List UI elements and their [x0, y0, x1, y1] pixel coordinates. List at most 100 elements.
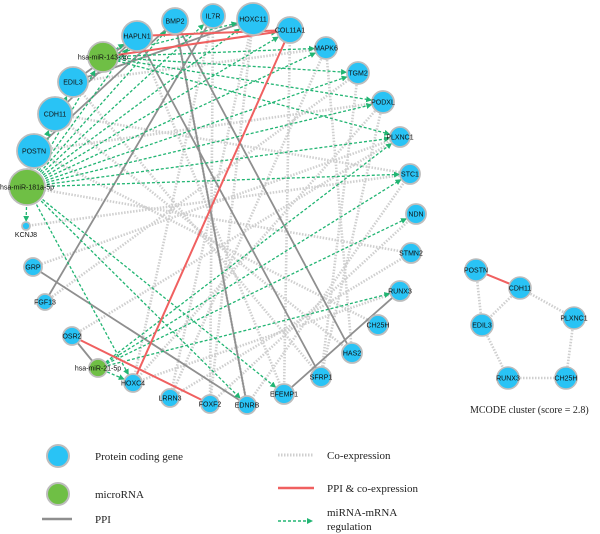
- cluster-node-plxnc1: PLXNC1: [560, 306, 588, 330]
- node-ch25h: CH25H: [367, 314, 389, 336]
- node-hsa-mir-143-3p: hsa-miR-143-3p: [78, 41, 128, 73]
- legend-label-protein: Protein coding gene: [95, 451, 183, 463]
- protein-node-circle: [341, 342, 363, 364]
- node-label: PLXNC1: [386, 135, 413, 142]
- node-label: SFRP1: [310, 375, 333, 382]
- edge-regulation-hsa-mir-143-3p-podxl: [102, 56, 373, 103]
- edge-regulation-hsa-mir-181a-5p-stc1: [26, 171, 401, 188]
- edge-regulation-hsa-mir-181a-5p-hoxc4: [26, 186, 129, 376]
- node-label: HAS2: [343, 351, 361, 358]
- node-label: COL11A1: [275, 28, 305, 35]
- node-label: BMP2: [165, 19, 184, 26]
- protein-node-circle: [314, 36, 338, 60]
- node-lrrn3: LRRN3: [159, 388, 182, 408]
- node-kcnj8: KCNJ8: [15, 221, 37, 239]
- node-label: FOXF2: [199, 402, 222, 409]
- node-label: hsa-miR-181a-5p: [0, 185, 54, 192]
- edge-coexpression-grp-plxnc1: [32, 135, 401, 269]
- node-postn: POSTN: [16, 133, 52, 169]
- protein-node-circle: [16, 133, 52, 169]
- edge-coexpression-mapk6-lrrn3: [168, 47, 328, 399]
- node-bmp2: BMP2: [161, 7, 189, 35]
- edge-coexpression-plxnc1-osr2: [71, 135, 401, 338]
- cluster-node-ch25h: CH25H: [554, 366, 578, 390]
- node-hsa-mir-21-5p: hsa-miR-21-5p: [75, 358, 121, 378]
- protein-node-circle: [310, 366, 332, 388]
- cluster-node-cdh11: CDH11: [508, 276, 532, 300]
- node-label: KCNJ8: [15, 232, 37, 239]
- protein-node-circle: [464, 258, 488, 282]
- node-grp: GRP: [23, 257, 43, 277]
- edge-ppi-hapln1-sfrp1: [136, 35, 322, 378]
- edge-regulation-hsa-mir-21-5p-ndn: [97, 218, 407, 369]
- node-label: GRP: [25, 265, 41, 272]
- protein-node-circle: [389, 126, 411, 148]
- protein-node-circle: [346, 61, 370, 85]
- node-runx3: RUNX3: [388, 280, 412, 302]
- edge-regulation-hsa-mir-143-3p-plxnc1: [102, 56, 391, 136]
- edge-regulation-hsa-mir-143-3p-tgm2: [102, 56, 348, 75]
- edge-ppi-bmp2-ednrb: [174, 20, 248, 406]
- legend-item-protein: Protein coding gene: [46, 444, 183, 468]
- edge-coexpression-mapk6-has2: [324, 47, 354, 354]
- node-label: CDH11: [44, 112, 67, 119]
- edge-ppi-coexpression-osr2-foxf2: [71, 335, 211, 405]
- edge-ppi-coexpression-col11a1-hoxc4: [132, 29, 291, 384]
- protein-node-circle: [57, 66, 89, 98]
- legend-label-ppi-coexpression: PPI & co-expression: [327, 483, 419, 495]
- legend-label-regulation-1: miRNA-mRNA: [327, 507, 397, 519]
- node-efemp1: EFEMP1: [270, 383, 298, 405]
- protein-node-circle: [37, 96, 73, 132]
- protein-node-circle: [237, 395, 257, 415]
- protein-node-swatch: [46, 444, 70, 468]
- protein-node-circle: [562, 306, 586, 330]
- node-osr2: OSR2: [62, 326, 82, 346]
- node-foxf2: FOXF2: [199, 394, 222, 414]
- edge-ppi-il7r-fgf13: [44, 15, 214, 303]
- protein-node-circle: [160, 388, 180, 408]
- legend-item-regulation: miRNA-mRNA regulation: [278, 507, 397, 533]
- edge-regulation-hsa-mir-181a-5p-col11a1: [26, 36, 279, 188]
- node-label: EFEMP1: [270, 392, 298, 399]
- node-label: OSR2: [62, 334, 81, 341]
- protein-node-circle: [508, 276, 532, 300]
- node-label: HAPLN1: [123, 34, 150, 41]
- node-edil3: EDIL3: [57, 66, 89, 98]
- node-label: EDNRB: [235, 403, 260, 410]
- edge-coexpression-podxl-hoxc4: [132, 101, 384, 384]
- edge-coexpression-sfrp1-edil3: [72, 81, 322, 378]
- protein-node-circle: [367, 314, 389, 336]
- edge-regulation-hsa-mir-181a-5p-efemp1: [26, 186, 277, 388]
- node-label: STMN2: [399, 251, 423, 258]
- legend-item-coexpression: Co-expression: [278, 450, 391, 462]
- protein-node-circle: [470, 313, 494, 337]
- node-hoxc11: HOXC11: [236, 2, 270, 36]
- node-hsa-mir-181a-5p: hsa-miR-181a-5p: [0, 168, 54, 206]
- edge-coexpression-stc1-ednrb: [245, 173, 412, 406]
- node-label: POSTN: [22, 149, 46, 156]
- node-label: EDIL3: [63, 80, 83, 87]
- protein-node-circle: [371, 90, 395, 114]
- cluster-node-runx3: RUNX3: [496, 366, 520, 390]
- edge-coexpression-cdh11-stc1: [54, 112, 411, 176]
- protein-node-circle: [389, 280, 411, 302]
- node-label: HOXC4: [121, 381, 145, 388]
- protein-node-circle: [399, 163, 421, 185]
- node-label: CH25H: [555, 376, 578, 383]
- node-hapln1: HAPLN1: [121, 20, 153, 52]
- node-has2: HAS2: [341, 342, 363, 364]
- node-il7r: IL7R: [200, 3, 226, 29]
- protein-node-circle: [36, 293, 54, 311]
- node-label: PLXNC1: [560, 316, 587, 323]
- edge-coexpression-hsa-mir-181a-5p-stmn2: [26, 185, 412, 255]
- node-cdh11: CDH11: [37, 96, 73, 132]
- edge-regulation-hsa-mir-181a-5p-plxnc1: [26, 136, 391, 188]
- edge-coexpression-podxl-sfrp1: [319, 101, 385, 378]
- legend-item-ppi-coexpression: PPI & co-expression: [278, 483, 419, 495]
- edge-regulation-hsa-mir-181a-5p-tgm2: [26, 75, 348, 188]
- node-label: POSTN: [464, 268, 488, 275]
- node-ednrb: EDNRB: [235, 395, 260, 415]
